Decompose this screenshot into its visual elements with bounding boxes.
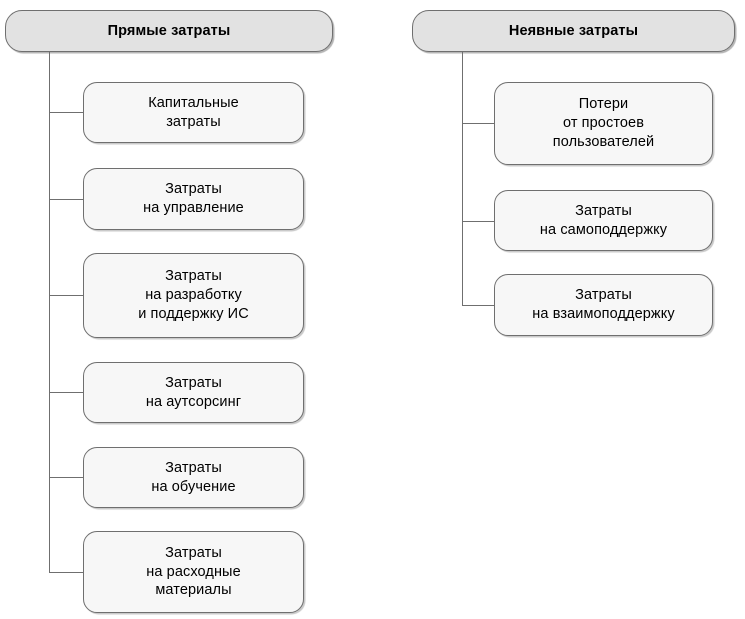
- branch-line-consumables-costs: [49, 572, 83, 573]
- trunk-line-implicit-costs: [462, 52, 463, 305]
- branch-line-capital-costs: [49, 112, 83, 113]
- node-mutual-support-costs[interactable]: Затраты на взаимоподдержку: [494, 274, 713, 336]
- column-header-direct-costs[interactable]: Прямые затраты: [5, 10, 333, 52]
- branch-line-management-costs: [49, 199, 83, 200]
- branch-line-development-costs: [49, 295, 83, 296]
- branch-line-user-downtime-losses: [462, 123, 494, 124]
- branch-line-self-support-costs: [462, 221, 494, 222]
- node-consumables-costs[interactable]: Затраты на расходные материалы: [83, 531, 304, 613]
- node-self-support-costs[interactable]: Затраты на самоподдержку: [494, 190, 713, 251]
- node-training-costs[interactable]: Затраты на обучение: [83, 447, 304, 508]
- branch-line-outsourcing-costs: [49, 392, 83, 393]
- node-management-costs[interactable]: Затраты на управление: [83, 168, 304, 230]
- node-outsourcing-costs[interactable]: Затраты на аутсорсинг: [83, 362, 304, 423]
- node-development-costs[interactable]: Затраты на разработку и поддержку ИС: [83, 253, 304, 338]
- column-header-implicit-costs[interactable]: Неявные затраты: [412, 10, 735, 52]
- branch-line-mutual-support-costs: [462, 305, 494, 306]
- node-capital-costs[interactable]: Капитальные затраты: [83, 82, 304, 143]
- trunk-line-direct-costs: [49, 52, 50, 572]
- node-user-downtime-losses[interactable]: Потери от простоев пользователей: [494, 82, 713, 165]
- branch-line-training-costs: [49, 477, 83, 478]
